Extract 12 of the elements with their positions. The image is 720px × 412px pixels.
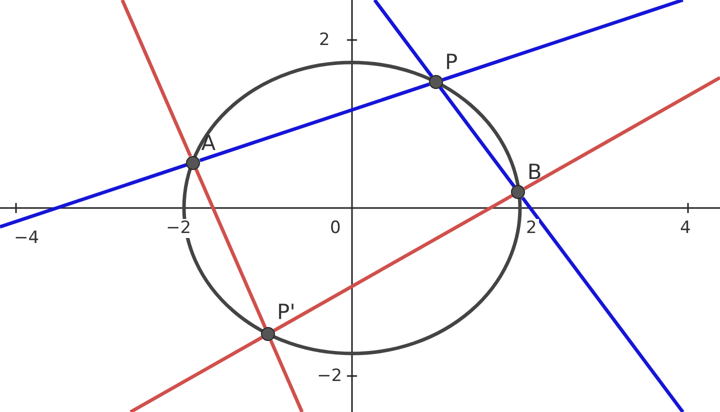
point-marker xyxy=(511,185,526,200)
line-segment xyxy=(438,86,516,188)
point-label: A xyxy=(201,132,216,154)
line-segment xyxy=(199,82,430,162)
point-marker xyxy=(429,75,443,89)
line-segment xyxy=(194,168,267,328)
point-label: B xyxy=(527,162,542,184)
point-label: P' xyxy=(277,302,296,323)
line-segment xyxy=(273,194,514,332)
point-marker xyxy=(261,327,275,341)
point-marker xyxy=(186,156,200,170)
point-label: P xyxy=(445,52,458,73)
